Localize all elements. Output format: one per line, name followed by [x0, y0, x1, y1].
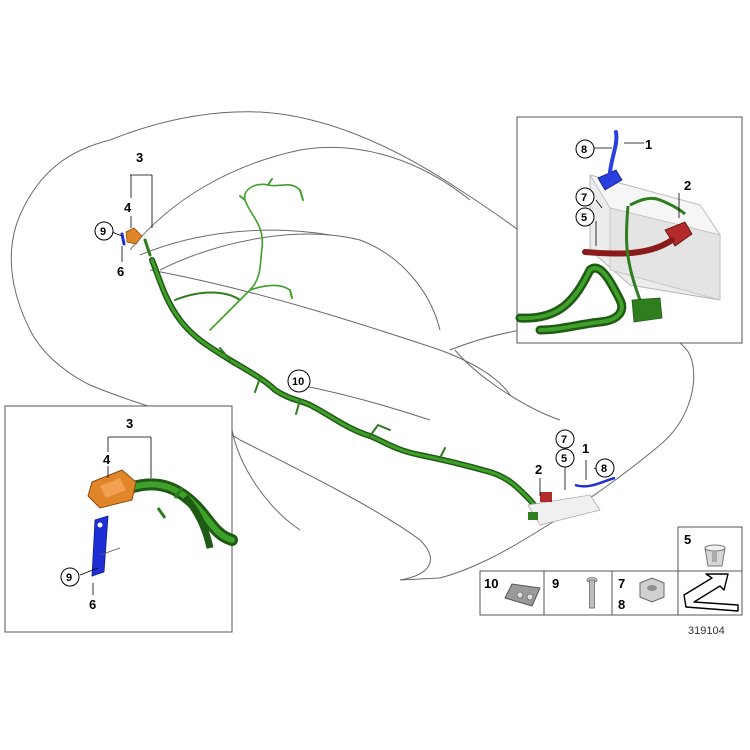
cable-holder-icon — [504, 583, 541, 607]
main-harness — [143, 178, 543, 515]
rivet-icon — [586, 577, 598, 609]
callout-5: 5 — [561, 453, 567, 465]
main-callout-lines — [111, 174, 601, 496]
legend-part-10: 10 — [484, 576, 498, 591]
inset-callout-8: 8 — [581, 144, 587, 156]
callout-1: 1 — [582, 441, 589, 456]
inset-callout-5: 5 — [581, 212, 587, 224]
callout-7: 7 — [561, 434, 567, 446]
inset-callout-7: 7 — [581, 192, 587, 204]
inset-callout-1: 1 — [645, 137, 652, 152]
battery-inset — [515, 116, 743, 344]
main-terminal-assembly — [120, 227, 143, 246]
legend-part-8: 8 — [618, 597, 625, 612]
callout-8: 8 — [601, 463, 607, 475]
callout-2: 2 — [535, 462, 542, 477]
main-callouts: 3 4 9 6 10 7 5 2 1 8 — [94, 150, 615, 478]
callout-6: 6 — [117, 264, 124, 279]
callout-4: 4 — [124, 200, 132, 215]
reference-number: 319104 — [688, 625, 725, 637]
nut-icon — [639, 577, 665, 603]
main-battery — [527, 476, 616, 526]
callout-10: 10 — [292, 376, 304, 388]
inset2-callout-9: 9 — [66, 572, 72, 584]
inset2-callout-4: 4 — [103, 452, 111, 467]
parts-legend: 5 10 9 7 8 — [479, 526, 743, 616]
callout-9: 9 — [100, 226, 106, 238]
terminal-inset — [4, 405, 238, 633]
legend-part-7: 7 — [618, 576, 625, 591]
inset2-callout-6: 6 — [89, 597, 96, 612]
inset2-callout-3: 3 — [126, 416, 133, 431]
callout-3: 3 — [136, 150, 143, 165]
legend-part-5: 5 — [684, 532, 691, 547]
inset-callout-2: 2 — [684, 178, 691, 193]
terminal-inset-callouts: 3 4 9 6 — [60, 416, 133, 612]
arrow-symbol-icon — [683, 573, 739, 612]
battery-inset-callouts: 8 1 7 2 5 — [575, 137, 691, 227]
legend-part-9: 9 — [552, 576, 559, 591]
car-outline — [10, 111, 695, 581]
clip-part-icon — [704, 544, 726, 567]
